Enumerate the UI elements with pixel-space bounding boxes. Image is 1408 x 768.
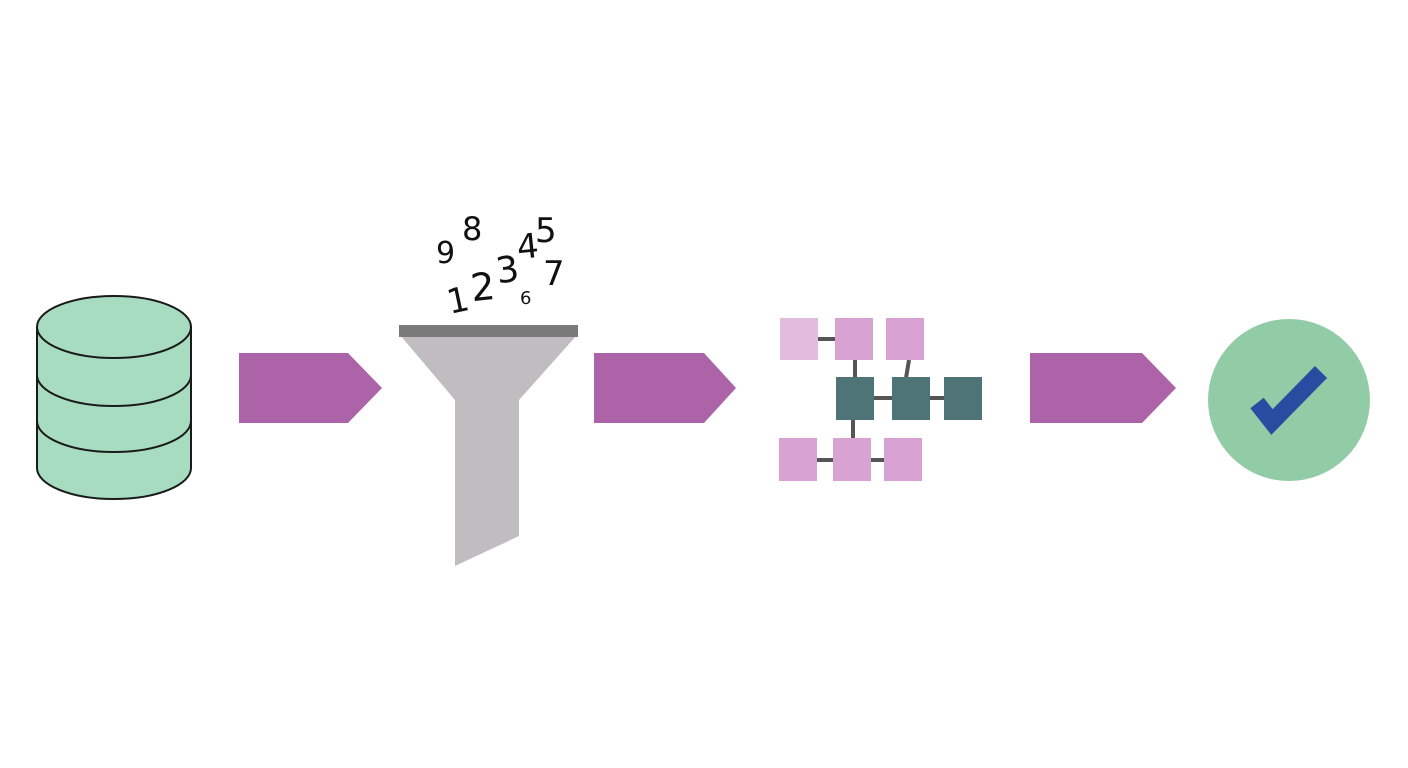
digit-6: 6 [520, 288, 531, 309]
graph-node [836, 377, 874, 420]
network-graph-icon [779, 318, 982, 481]
database-ring-1 [36, 374, 192, 407]
database-body [36, 326, 192, 500]
digit-1: 1 [443, 279, 472, 323]
graph-node [779, 438, 817, 481]
funnel-icon [399, 325, 578, 566]
check-icon [1250, 366, 1328, 435]
flow-arrow-3 [1030, 353, 1176, 423]
funnel-digits: 9 8 1 2 3 4 5 6 7 [436, 210, 565, 323]
digit-2: 2 [468, 264, 497, 310]
digit-5: 5 [535, 211, 557, 251]
funnel-rim [399, 325, 578, 337]
graph-node [944, 377, 982, 420]
checkmark-circle-icon [1208, 319, 1370, 481]
database-ring-2 [36, 420, 192, 453]
graph-node [835, 318, 873, 360]
graph-node [892, 377, 930, 420]
graph-node [780, 318, 818, 360]
funnel-body [400, 335, 577, 566]
digit-8: 8 [462, 210, 482, 248]
flow-arrow-2 [594, 353, 736, 423]
database-icon [36, 295, 192, 500]
database-top [36, 295, 192, 359]
graph-node [886, 318, 924, 360]
graph-node [884, 438, 922, 481]
digit-7: 7 [543, 254, 565, 294]
connector [904, 359, 911, 379]
graph-connectors [816, 337, 944, 462]
flow-arrow-1 [239, 353, 382, 423]
digit-9: 9 [436, 236, 455, 271]
digit-3: 3 [493, 249, 521, 293]
graph-node [833, 438, 871, 481]
digit-4: 4 [515, 226, 541, 268]
